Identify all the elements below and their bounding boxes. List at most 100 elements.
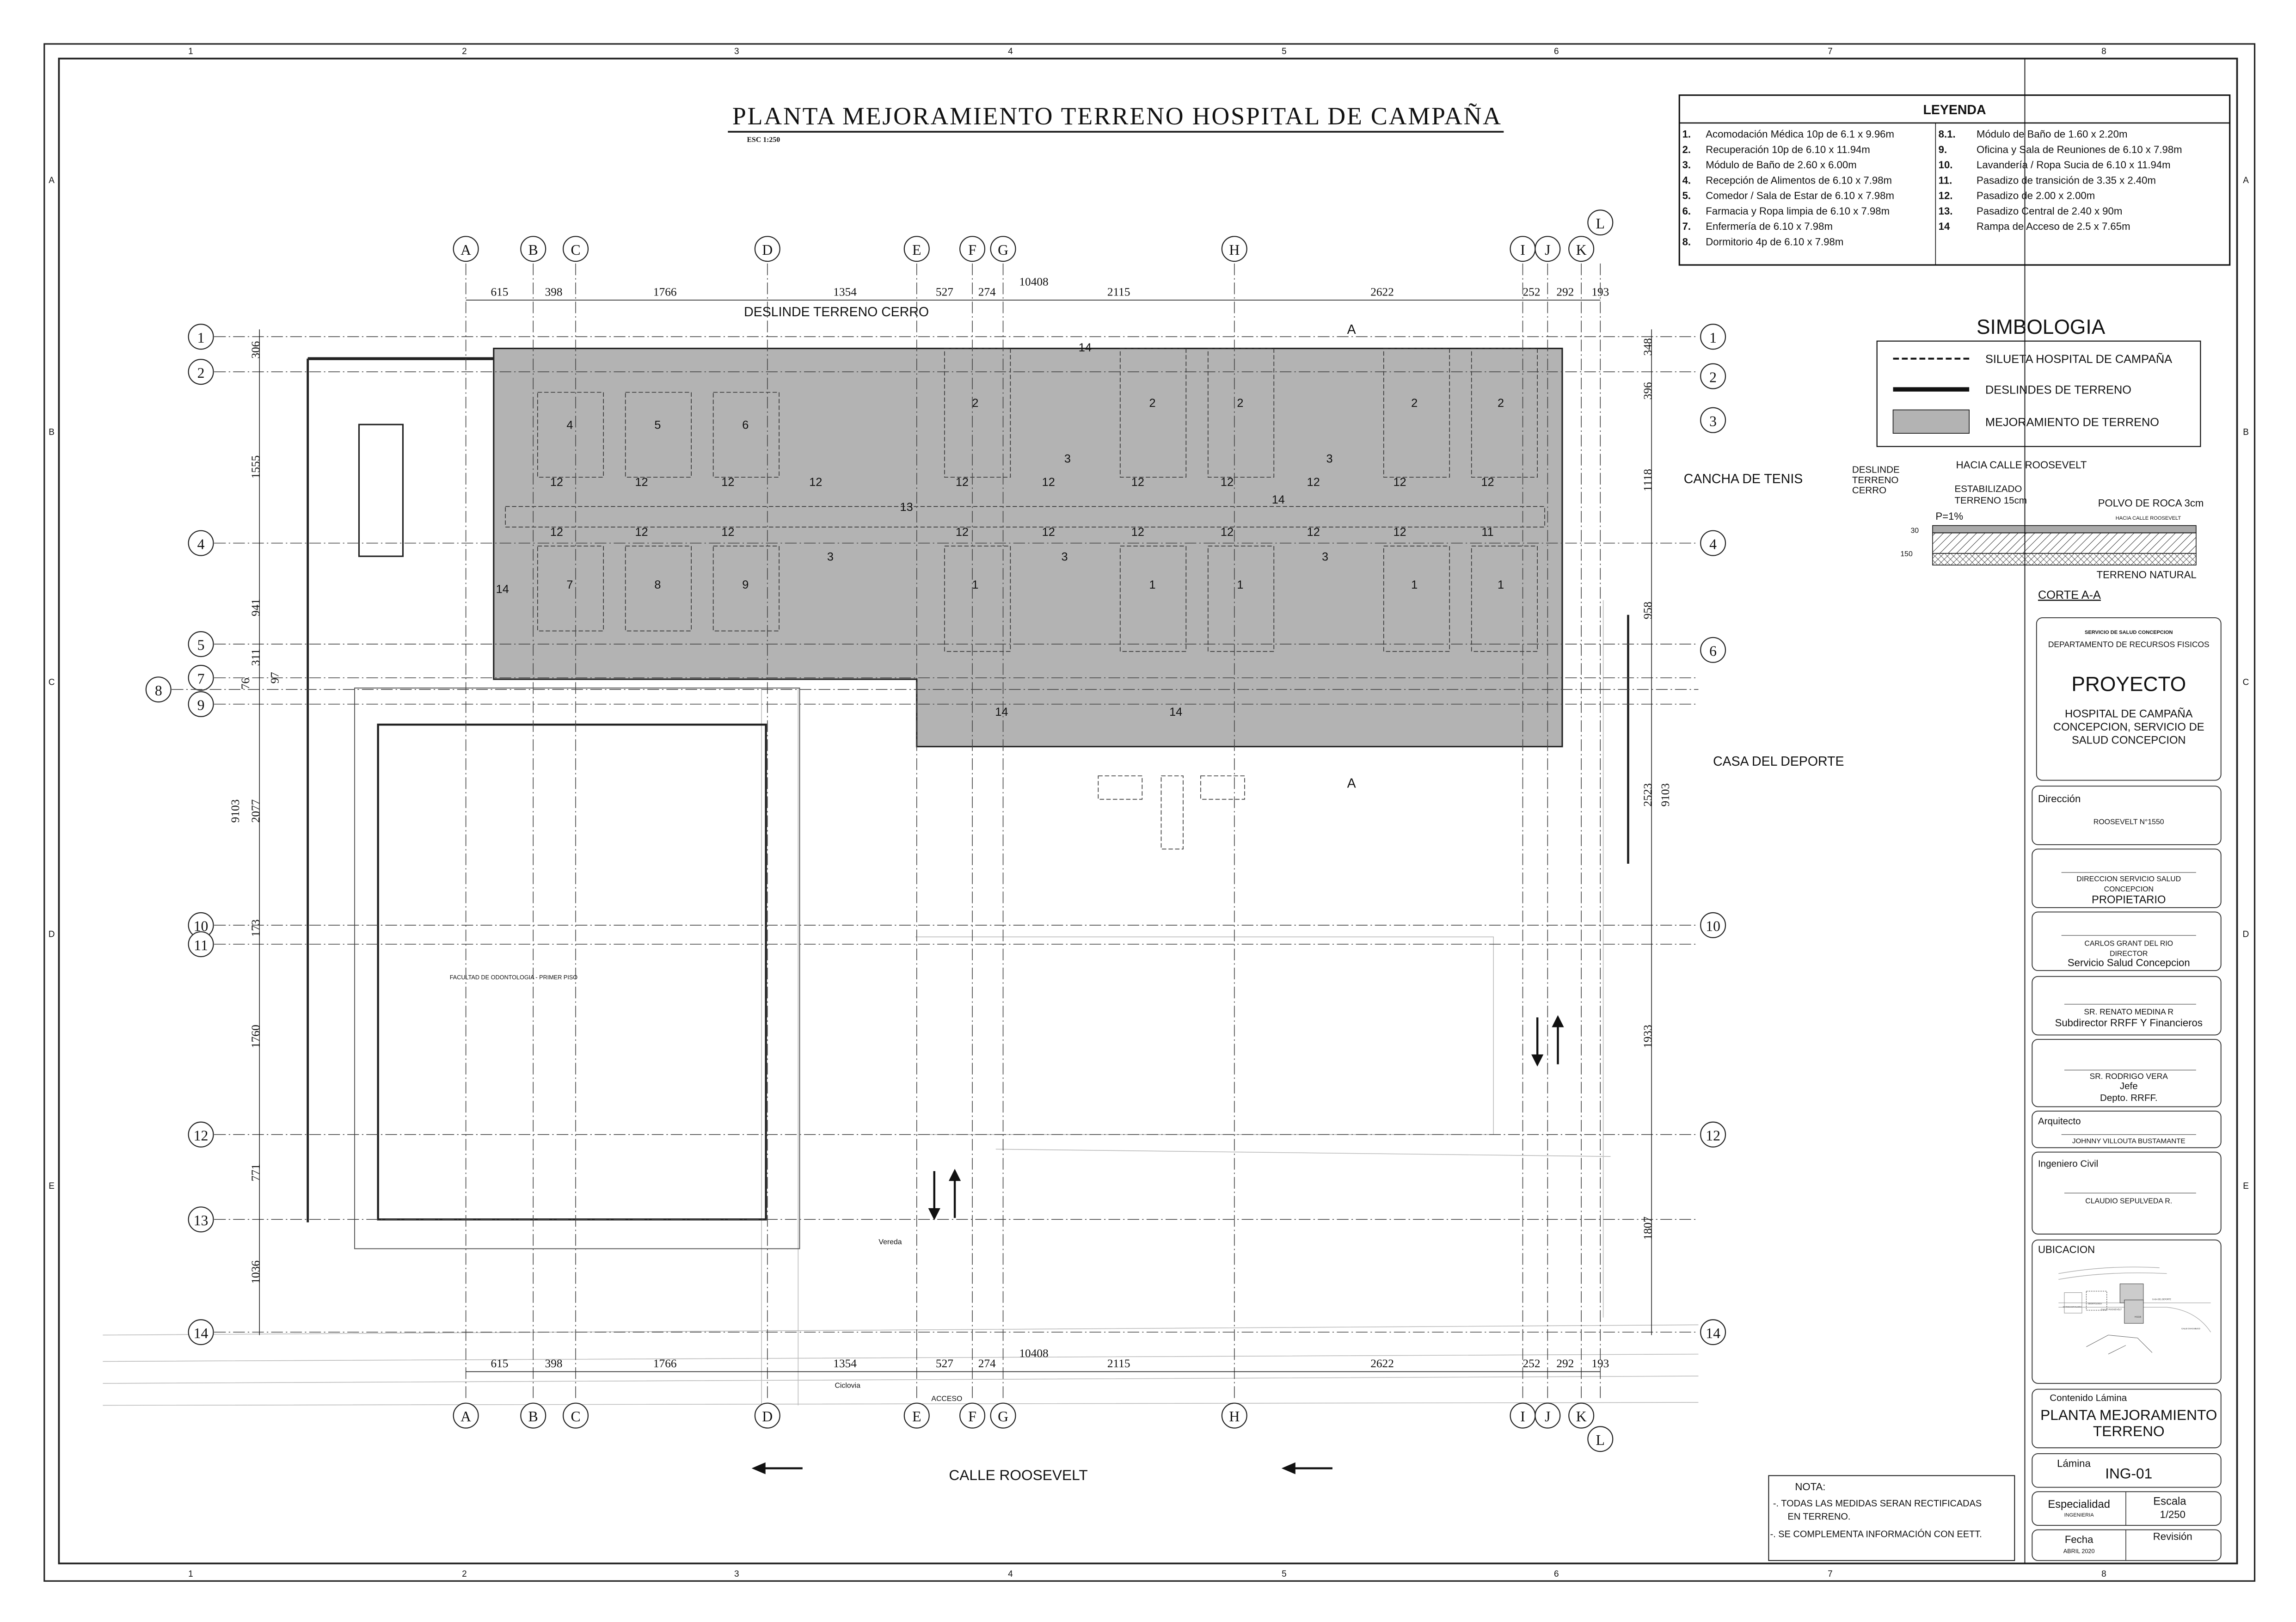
column-axis-label: C <box>571 242 581 258</box>
section-hacia-label: HACIA CALLE ROOSEVELT <box>1956 459 2087 471</box>
frame-row-ref: D <box>2243 929 2249 939</box>
note-title: NOTA: <box>1795 1481 1825 1493</box>
note-line: -. TODAS LAS MEDIDAS SERAN RECTIFICADAS <box>1773 1499 1982 1509</box>
dimension-text: 193 <box>1591 286 1609 299</box>
section-mark-a-top: A <box>1347 322 1356 337</box>
module-outline <box>1471 546 1538 652</box>
map-label: CALLE ROOSEVELT <box>2101 1309 2122 1311</box>
row-axis-label: 4 <box>197 536 205 552</box>
module-number-label: 12 <box>1307 526 1320 539</box>
dimension-text: 398 <box>545 1357 563 1370</box>
column-axis-label: A <box>460 242 471 258</box>
tb-contenido-label: Contenido Lámina <box>2050 1393 2127 1403</box>
module-number-label: 3 <box>1322 551 1328 564</box>
column-axis-label: F <box>968 242 976 258</box>
tb-contenido: PLANTA MEJORAMIENTO <box>2040 1407 2217 1423</box>
row-axis-bubble <box>1700 530 1726 556</box>
map-label: HGGB <box>2135 1315 2141 1318</box>
module-number-label: 12 <box>1042 526 1055 539</box>
dimension-text: 2077 <box>249 799 262 823</box>
tb-propietario: DIRECCION SERVICIO SALUD <box>2076 875 2181 883</box>
module-number-label: 2 <box>1237 397 1243 410</box>
column-axis-label: C <box>571 1408 581 1425</box>
module-number-label: 12 <box>956 476 969 489</box>
frame-column-ref: 6 <box>1554 1569 1559 1579</box>
location-map: CALLE ROOSEVELT ODONTOLOGIA CASA DEL DEP… <box>2058 1266 2211 1355</box>
module-number-label: 4 <box>566 419 573 432</box>
row-axis-bubble <box>188 359 214 385</box>
module-number-label: 3 <box>1064 452 1071 465</box>
module-number-label: 6 <box>742 419 749 432</box>
layer-polvo-roca <box>1932 525 2197 534</box>
module-number-label: 12 <box>550 526 563 539</box>
module-number-label: 12 <box>1131 526 1144 539</box>
section-deslinde: TERRENO <box>1852 475 1899 485</box>
row-axis-label: 12 <box>1706 1127 1720 1143</box>
dimension-text: 1118 <box>1641 469 1654 492</box>
legend-item-number: 11. <box>1939 174 1952 186</box>
label-facultad-odontologia: FACULTAD DE ODONTOLOGIA - PRIMER PISO <box>450 974 578 981</box>
frame-column-ref: 8 <box>2101 47 2106 56</box>
row-axis-bubble <box>188 631 214 657</box>
frame-row-ref: B <box>2243 427 2249 437</box>
dimension-text: 527 <box>936 286 953 299</box>
legend-item-text: Pasadizo de 2.00 x 2.00m <box>1977 190 2095 202</box>
legend-item-text: Oficina y Sala de Reuniones de 6.10 x 7.… <box>1977 144 2182 155</box>
legend-item-text: Módulo de Baño de 2.60 x 6.00m <box>1706 159 1856 171</box>
column-axis-label: E <box>912 242 921 258</box>
column-axis-label: I <box>1520 1408 1525 1425</box>
traffic-arrows <box>751 1015 1564 1475</box>
tb-escala-label: Escala <box>2153 1496 2186 1508</box>
note-line: EN TERRENO. <box>1788 1511 1851 1522</box>
column-axis-label: L <box>1596 1432 1605 1448</box>
tb-project-name: SALUD CONCEPCION <box>2072 734 2186 746</box>
module-outline <box>1471 348 1538 478</box>
tb-director-org: Servicio Salud Concepcion <box>2068 957 2190 969</box>
dimension-text: 1354 <box>833 286 857 299</box>
dimension-text: 771 <box>249 1164 262 1181</box>
legend-item-text: Pasadizo de transición de 3.35 x 2.40m <box>1977 174 2156 186</box>
dimension-text: 173 <box>249 919 262 937</box>
column-axis-bubble <box>1568 1402 1595 1429</box>
module-number-label: 1 <box>1237 578 1243 591</box>
section-mark-a-bottom: A <box>1347 776 1356 791</box>
row-axis-bubble <box>145 676 172 703</box>
map-label: CALLE CHACABUCO <box>2181 1327 2200 1330</box>
row-axis-bubble <box>1700 912 1726 938</box>
section-deslinde: CERRO <box>1852 485 1886 496</box>
frame-column-ref: 7 <box>1828 47 1833 56</box>
legend-item-number: 2. <box>1682 144 1691 155</box>
row-axis-bubble <box>1700 1319 1726 1346</box>
legend-item-number: 7. <box>1682 221 1691 232</box>
row-axis-bubble <box>1700 1121 1726 1148</box>
frame-row-ref: A <box>2243 176 2249 185</box>
row-axis-label: 10 <box>1706 918 1720 934</box>
row-axis-label: 9 <box>197 697 205 713</box>
dimension-text: 1807 <box>1641 1216 1654 1240</box>
tb-lamina: ING-01 <box>2105 1465 2152 1482</box>
tb-especialidad-label: Especialidad <box>2048 1499 2110 1511</box>
column-axis-bubble <box>520 1402 546 1429</box>
column-axis-label: I <box>1520 242 1525 258</box>
section-dim-30: 30 <box>1911 527 1919 535</box>
tb-director-name: CARLOS GRANT DEL RIO <box>2084 940 2173 947</box>
section-estabilizado: TERRENO 15cm <box>1955 495 2027 506</box>
symbology-item: SILUETA HOSPITAL DE CAMPAÑA <box>1985 352 2172 366</box>
module-number-label: 12 <box>1481 476 1494 489</box>
legend-item-text: Rampa de Acceso de 2.5 x 7.65m <box>1977 221 2130 232</box>
row-axis-label: 6 <box>1709 643 1717 659</box>
tb-revision-label: Revisión <box>2153 1531 2192 1542</box>
dimension-total: 10408 <box>1019 1347 1048 1360</box>
dimension-text: 274 <box>978 1357 996 1370</box>
row-axis-label: 1 <box>197 330 205 346</box>
legend-item-text: Acomodación Médica 10p de 6.1 x 9.96m <box>1706 129 1894 140</box>
label-deslinde-terreno-cerro: DESLINDE TERRENO CERRO <box>744 305 929 319</box>
section-deslinde: DESLINDE <box>1852 465 1900 475</box>
dimension-text: 1933 <box>1641 1025 1654 1048</box>
odontologia-building <box>377 723 767 1221</box>
legend-item-number: 4. <box>1682 174 1691 186</box>
frame-row-ref: A <box>49 176 55 185</box>
column-axis-bubble <box>959 236 986 262</box>
